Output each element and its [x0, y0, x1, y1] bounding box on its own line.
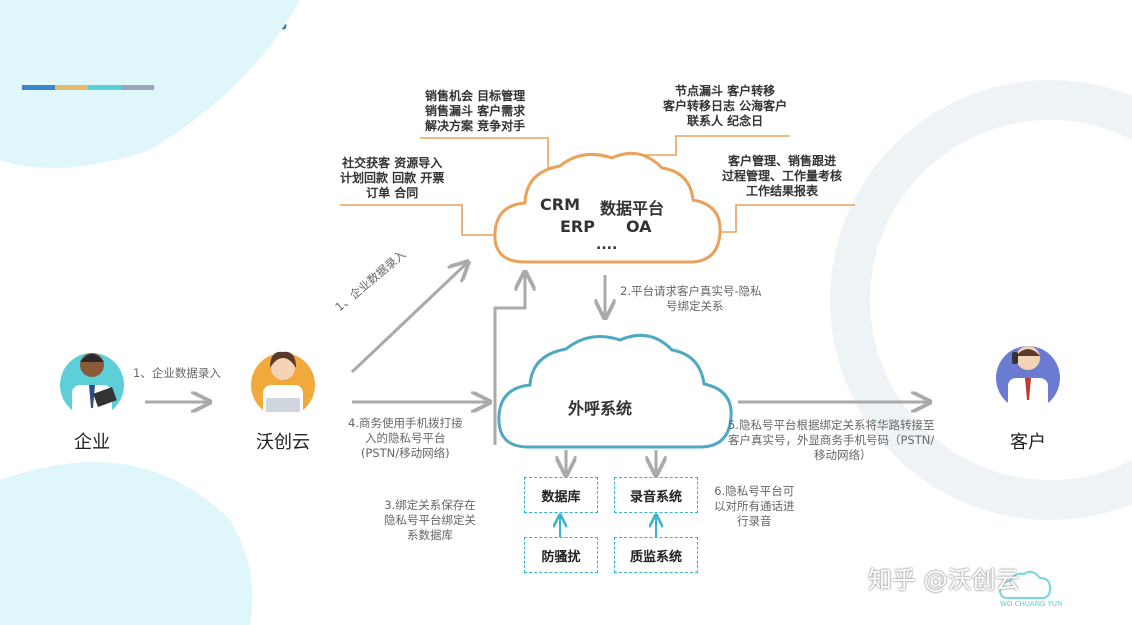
- crm-label: CRM: [540, 195, 580, 214]
- note-line: 客户真实号，外显商务手机号码（PSTN/: [728, 433, 935, 447]
- arrow-call-to-platform: [493, 272, 525, 445]
- note-line: 3.绑定关系保存在: [384, 498, 476, 512]
- note-line: 4.商务使用手机拨打接: [348, 416, 463, 430]
- tag-line: 工作结果报表: [746, 184, 819, 198]
- anti-harassment-box: 防骚扰: [524, 537, 598, 573]
- note-line: 2.平台请求客户真实号-隐私: [620, 284, 762, 298]
- watermark-text: 知乎 @沃创云: [868, 566, 1020, 594]
- tag-line: 销售机会 目标管理: [425, 89, 526, 103]
- tag-line: 客户管理、销售跟进: [728, 154, 837, 168]
- tag-line: 过程管理、工作量考核: [722, 169, 843, 183]
- note-line: 移动网络）: [814, 448, 872, 462]
- note-line: 系数据库: [407, 528, 453, 542]
- watermark-logo-icon: [998, 570, 1052, 599]
- watermark-logo-subtext: WO CHUANG YUN: [1000, 600, 1063, 608]
- bg-bottom-left-shape: [0, 462, 253, 625]
- step5-note: 5.隐私号平台根据绑定关系将华路转接至 客户真实号，外显商务手机号码（PSTN/…: [728, 418, 934, 463]
- wochuangyun-label: 沃创云: [256, 432, 310, 453]
- tag-line: 客户转移日志 公海客户: [663, 99, 788, 113]
- bg-right-ring: [830, 80, 1132, 520]
- note-line: 隐私号平台绑定关: [384, 513, 476, 527]
- more-label: ....: [596, 237, 618, 253]
- tags-top-left: 销售机会 目标管理 销售漏斗 客户需求 解决方案 竞争对手: [425, 89, 525, 134]
- tag-connectors: [340, 135, 855, 236]
- oa-label: OA: [626, 217, 652, 236]
- call-system-label: 外呼系统: [568, 399, 633, 418]
- quality-monitoring-box: 质监系统: [614, 537, 698, 573]
- step4-note: 4.商务使用手机拨打接 入的隐私号平台 (PSTN/移动网络): [348, 416, 462, 461]
- accent-bar-1: [22, 85, 55, 90]
- arrow-diagonal-data-entry: [350, 262, 468, 374]
- tags-top-right: 节点漏斗 客户转移 客户转移日志 公海客户 联系人 纪念日: [663, 84, 787, 129]
- tag-line: 社交获客 资源导入: [342, 156, 443, 170]
- accent-bar-4: [121, 85, 154, 90]
- enterprise-label: 企业: [74, 432, 110, 453]
- customer-label: 客户: [1010, 432, 1046, 453]
- tag-line: 解决方案 竞争对手: [425, 119, 526, 133]
- wochuangyun-avatar-icon: [251, 351, 315, 417]
- accent-bar-2: [55, 85, 88, 90]
- bg-top-left-shape: [0, 0, 300, 168]
- accent-bar-3: [88, 85, 121, 90]
- call-system-cloud: [497, 333, 733, 449]
- recording-system-box: 录音系统: [614, 477, 698, 513]
- note-line: 入的隐私号平台: [364, 431, 446, 445]
- step2-note: 2.平台请求客户真实号-隐私 号绑定关系: [620, 284, 762, 314]
- step1-note: 1、企业数据录入: [133, 366, 221, 380]
- note-line: 5.隐私号平台根据绑定关系将华路转接至: [728, 418, 935, 432]
- erp-label: ERP: [560, 217, 595, 236]
- data-platform-label: 数据平台: [600, 199, 665, 218]
- note-line: (PSTN/移动网络): [360, 446, 450, 460]
- step6-note: 6.隐私号平台可 以对所有通话进 行录音: [714, 484, 795, 529]
- database-box: 数据库: [524, 477, 598, 513]
- tags-mid-right: 客户管理、销售跟进 过程管理、工作量考核 工作结果报表: [722, 154, 842, 199]
- tag-line: 计划回款 回款 开票: [340, 171, 445, 185]
- note-line: 号绑定关系: [666, 299, 724, 313]
- tags-mid-left: 社交获客 资源导入 计划回款 回款 开票 订单 合同: [340, 156, 444, 201]
- note-line: 6.隐私号平台可: [714, 484, 795, 498]
- note-line: 以对所有通话进: [714, 499, 795, 513]
- tag-line: 联系人 纪念日: [687, 114, 764, 128]
- data-platform-cloud: [493, 151, 722, 264]
- note-line: 行录音: [737, 514, 772, 528]
- tag-line: 订单 合同: [366, 186, 419, 200]
- customer-avatar-icon: [996, 346, 1060, 410]
- enterprise-avatar-icon: [60, 353, 124, 417]
- tag-line: 节点漏斗 客户转移: [675, 84, 776, 98]
- tag-line: 销售漏斗 客户需求: [425, 104, 526, 118]
- step3-note: 3.绑定关系保存在 隐私号平台绑定关 系数据库: [384, 498, 476, 543]
